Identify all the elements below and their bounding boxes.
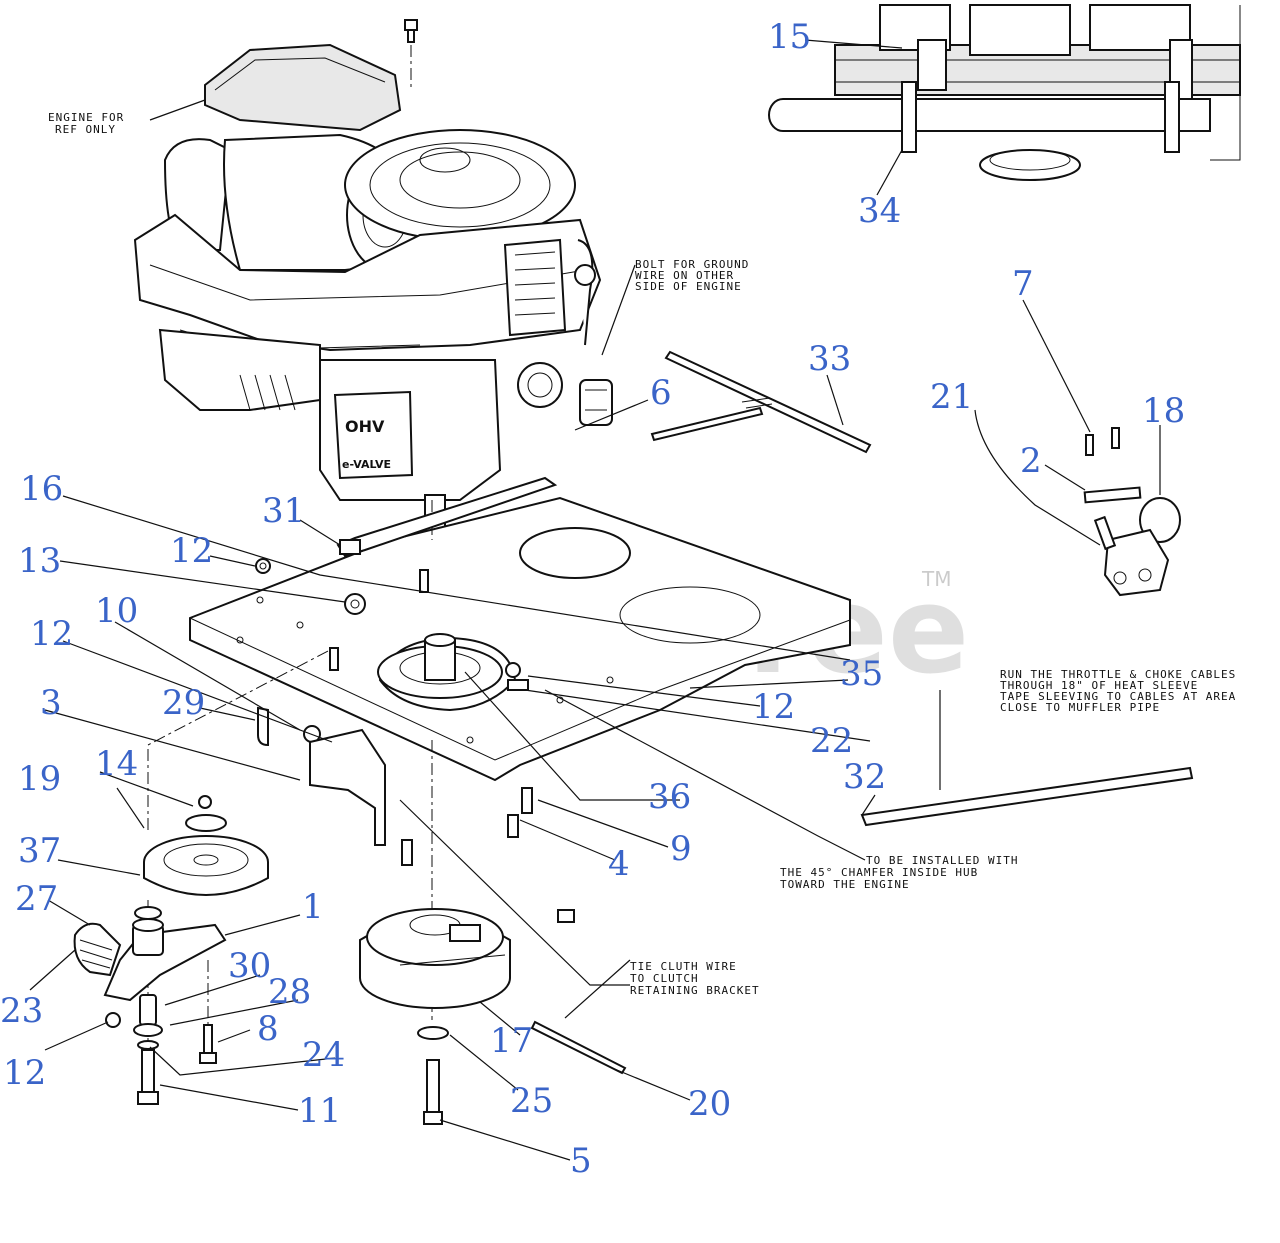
- callout-35: 35: [840, 654, 883, 694]
- callout-15: 15: [768, 17, 811, 57]
- callout-10: 10: [95, 591, 138, 631]
- callout-28: 28: [268, 972, 311, 1012]
- callout-32: 32: [843, 757, 886, 797]
- center-pulley: [377, 633, 503, 699]
- callout-24: 24: [302, 1035, 345, 1075]
- throttle-control: [1083, 427, 1181, 597]
- callout-34: 34: [858, 191, 901, 231]
- callout-6: 6: [650, 373, 672, 413]
- callout-7: 7: [1012, 264, 1034, 304]
- callout-31: 31: [262, 491, 305, 531]
- callout-23: 23: [0, 991, 43, 1031]
- callout-11: 11: [298, 1091, 341, 1131]
- note-chamfer: TO BE INSTALLED WITH THE 45° CHAMFER INS…: [780, 854, 1026, 891]
- valve-badge-label: e-VALVE: [342, 458, 391, 471]
- callout-16: 16: [20, 469, 63, 509]
- callout-1: 1: [302, 887, 324, 927]
- engine-deck-plate: [189, 496, 851, 782]
- leader-lines: [29, 39, 1161, 1161]
- note-throttle-cables: RUN THE THROTTLE & CHOKE CABLES THROUGH …: [1000, 668, 1244, 714]
- callout-19: 19: [18, 759, 61, 799]
- cable-rod: [650, 350, 872, 454]
- callout-22: 22: [810, 721, 853, 761]
- engine-bolt-top: [404, 19, 418, 90]
- callout-numbers: 15 34 7 21 18 2 33 6 16 31 12 13 10 12 2…: [0, 17, 1185, 1181]
- callout-17: 17: [490, 1021, 533, 1061]
- watermark-trademark: TM: [921, 567, 951, 591]
- valve-cover-label: OHV: [345, 417, 385, 436]
- note-engine-ref: ENGINE FOR REF ONLY: [48, 111, 132, 136]
- callout-27: 27: [15, 879, 58, 919]
- callout-14: 14: [95, 744, 138, 784]
- callout-2: 2: [1020, 441, 1042, 481]
- callout-25: 25: [510, 1081, 553, 1121]
- callout-9: 9: [670, 829, 692, 869]
- callout-12-b: 12: [30, 614, 73, 654]
- note-clutch-wire: TIE CLUTH WIRE TO CLUTCH RETAINING BRACK…: [630, 960, 760, 997]
- callout-21: 21: [930, 377, 973, 417]
- callout-8: 8: [257, 1009, 279, 1049]
- callout-4: 4: [608, 844, 630, 884]
- callout-37: 37: [18, 831, 61, 871]
- idler-pulley-assembly: [73, 649, 331, 1105]
- heat-sleeve: [860, 766, 1194, 827]
- clutch-bracket: [309, 728, 413, 866]
- electric-clutch: [359, 908, 627, 1125]
- callout-29: 29: [162, 683, 205, 723]
- callout-5: 5: [570, 1141, 592, 1181]
- callout-30: 30: [228, 946, 271, 986]
- callout-36: 36: [648, 777, 691, 817]
- engine-illustration: OHV e-VALVE: [133, 43, 613, 536]
- ground-bolt-assembly: [336, 476, 558, 558]
- muffler-inset: [768, 4, 1241, 181]
- callout-3: 3: [40, 683, 62, 723]
- callout-12-a: 12: [170, 531, 213, 571]
- callout-13: 13: [18, 541, 61, 581]
- callout-33: 33: [808, 339, 851, 379]
- callout-12-c: 12: [3, 1053, 46, 1093]
- callout-12-d: 12: [752, 687, 795, 727]
- note-ground-bolt: BOLT FOR GROUND WIRE ON OTHER SIDE OF EN…: [635, 258, 757, 293]
- callout-18: 18: [1142, 391, 1185, 431]
- callout-20: 20: [688, 1084, 731, 1124]
